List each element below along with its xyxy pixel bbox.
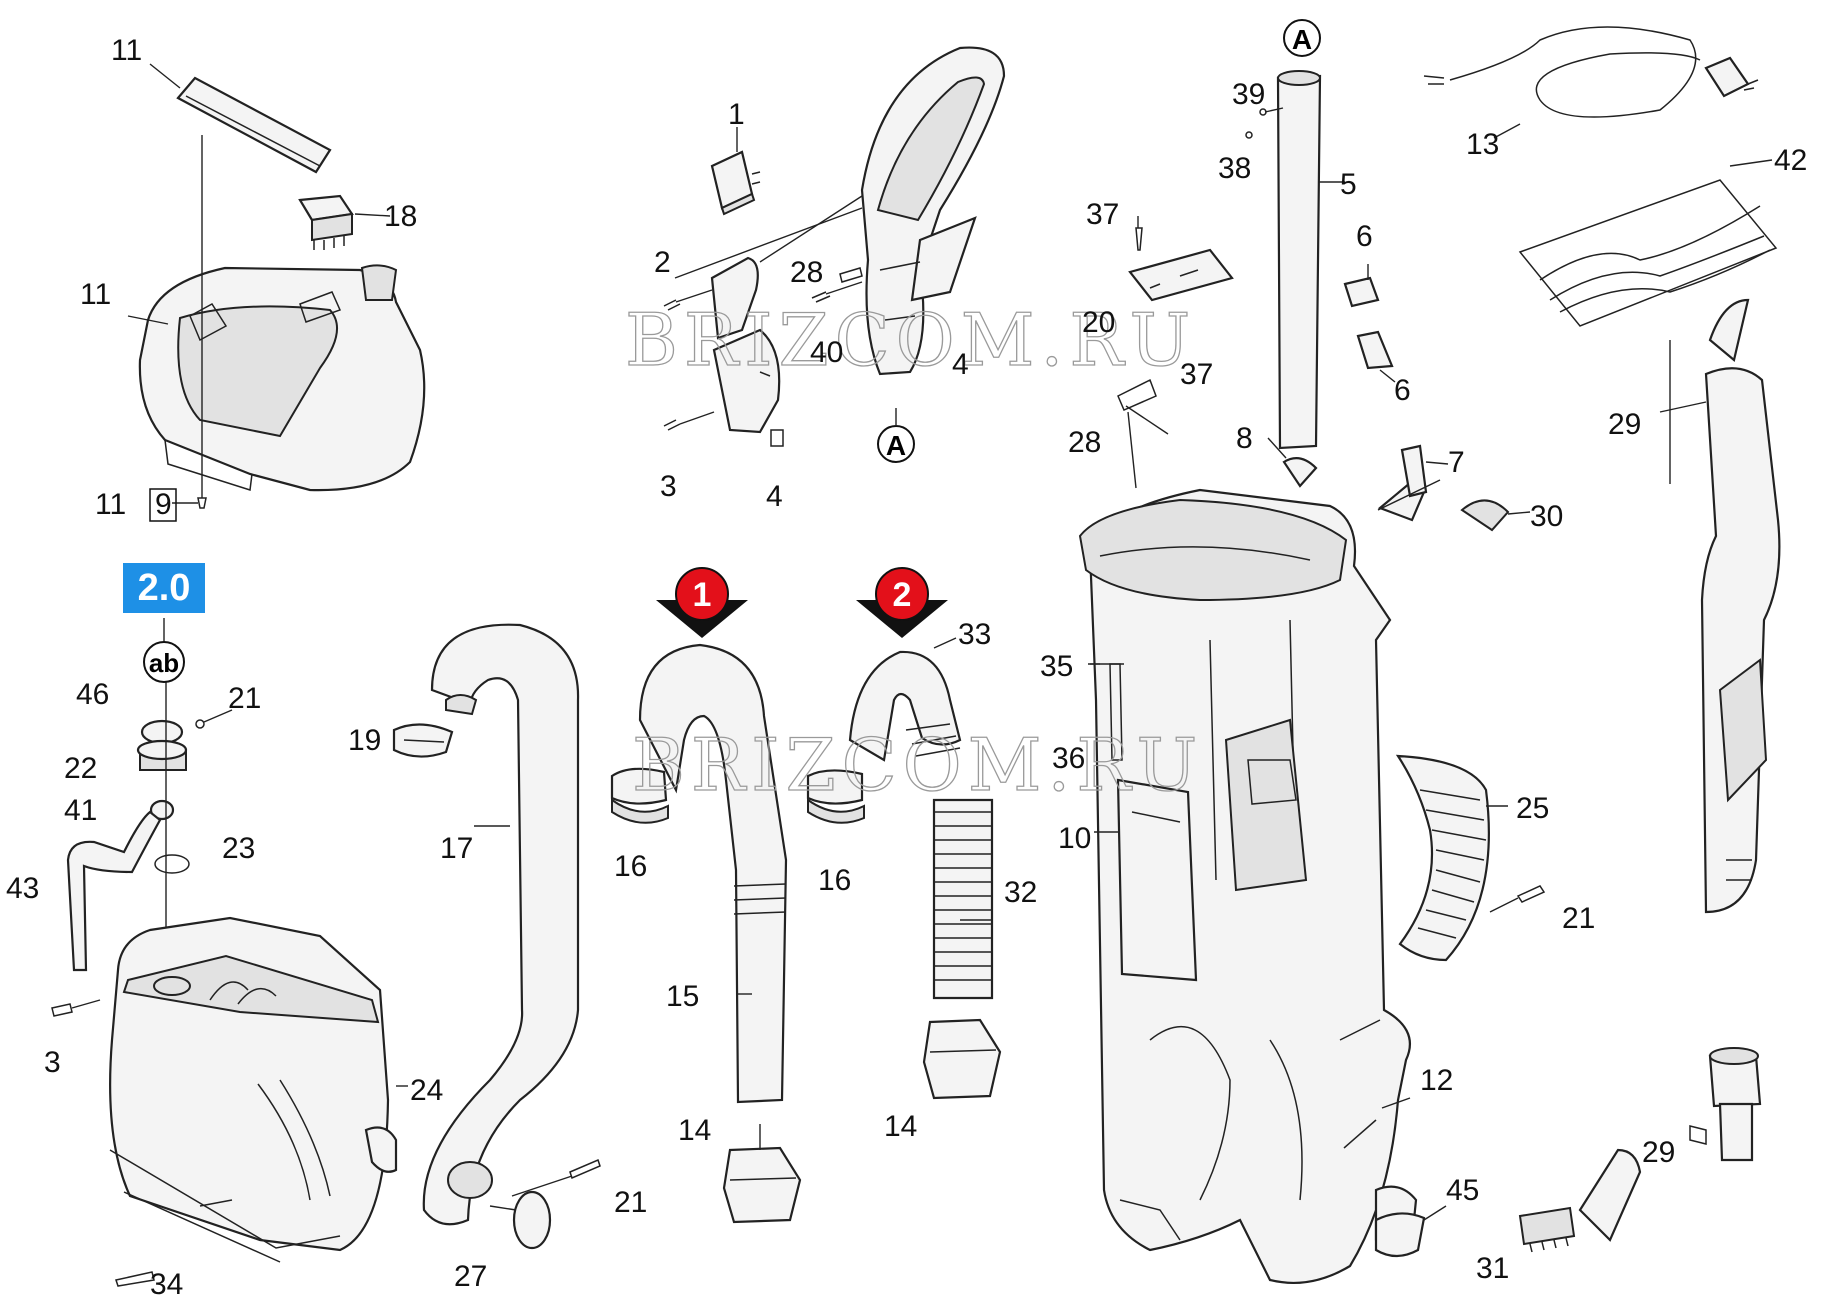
callout-27: 27 <box>454 1260 487 1293</box>
ref-circle-A-top: A <box>1283 19 1321 57</box>
callout-28: 28 <box>790 256 823 289</box>
callout-24: 24 <box>410 1074 443 1107</box>
part-4-handle-shell <box>674 195 863 434</box>
callout-38: 38 <box>1218 152 1251 185</box>
callout-35: 35 <box>1040 650 1073 683</box>
part-11-handle <box>149 63 332 174</box>
callout-10: 10 <box>1058 822 1091 855</box>
callout-11: 11 <box>95 488 126 521</box>
part-8-7-30-small <box>1267 437 1531 532</box>
callout-22: 22 <box>64 752 97 785</box>
callout-37: 37 <box>1086 198 1119 231</box>
ref-circle-A-handle: A <box>877 408 915 463</box>
callout-20: 20 <box>1082 306 1115 339</box>
callout-31: 31 <box>1476 1252 1509 1285</box>
callout-16: 16 <box>818 864 851 897</box>
callout-42: 42 <box>1774 144 1807 177</box>
callout-29: 29 <box>1608 408 1641 441</box>
callout-37: 37 <box>1180 358 1213 391</box>
callout-17: 17 <box>440 832 473 865</box>
callout-2: 2 <box>654 246 671 279</box>
part-24-tank <box>51 916 408 1287</box>
callout-12: 12 <box>1420 1064 1453 1097</box>
watermark-1: BRIZCOM.RU <box>625 298 1196 382</box>
callout-19: 19 <box>348 724 381 757</box>
part-12-housing <box>1078 378 1441 1285</box>
part-45-ring <box>1374 1205 1447 1258</box>
part-1-switch <box>710 127 761 216</box>
callout-41: 41 <box>64 794 97 827</box>
part-25-grille <box>1395 754 1546 962</box>
part-18-switch <box>298 194 391 250</box>
svg-text:A: A <box>1292 24 1312 55</box>
watermark-2: BRIZCOM.RU <box>632 723 1203 807</box>
part-17-suction-hose <box>392 623 601 1250</box>
callout-16: 16 <box>614 850 647 883</box>
callout-8: 8 <box>1236 422 1253 455</box>
callout-3: 3 <box>660 470 677 503</box>
variant-marker-2: 2 <box>856 567 948 638</box>
callout-6: 6 <box>1356 220 1373 253</box>
callout-13: 13 <box>1466 128 1499 161</box>
callout-6: 6 <box>1394 374 1411 407</box>
callout-34: 34 <box>150 1268 183 1301</box>
svg-text:1: 1 <box>693 576 712 614</box>
callout-21: 21 <box>228 682 261 715</box>
callout-14: 14 <box>884 1110 917 1143</box>
callout-29: 29 <box>1642 1136 1675 1169</box>
callout-3: 3 <box>44 1046 61 1079</box>
variant-marker-1: 1 <box>656 567 748 638</box>
part-ab-cap-assembly <box>136 618 233 960</box>
part-6-clips <box>1343 264 1396 383</box>
part-31-nozzle <box>1518 1148 1642 1253</box>
callout-4: 4 <box>766 480 783 513</box>
part-5-tube <box>1245 70 1345 450</box>
callout-46: 46 <box>76 678 109 711</box>
part-11-top-cover <box>127 135 426 509</box>
callout-15: 15 <box>666 980 699 1013</box>
svg-text:2: 2 <box>893 576 912 614</box>
callout-33: 33 <box>958 618 991 651</box>
part-33-32-hose-variant-2 <box>806 637 1002 1100</box>
part-13-power-cable <box>1423 26 1759 139</box>
callout-43: 43 <box>6 872 39 905</box>
callout-18: 18 <box>384 200 417 233</box>
callout-21: 21 <box>1562 902 1595 935</box>
callout-5: 5 <box>1340 168 1357 201</box>
version-badge: 2.0 <box>123 563 205 613</box>
svg-text:A: A <box>886 430 906 461</box>
callout-4: 4 <box>952 348 969 381</box>
callout-40: 40 <box>810 336 843 369</box>
callout-9: 9 <box>155 488 172 521</box>
callout-1: 1 <box>728 98 745 131</box>
callout-14: 14 <box>678 1114 711 1147</box>
part-20-plate <box>1128 216 1234 302</box>
callout-7: 7 <box>1448 446 1465 479</box>
callout-36: 36 <box>1052 742 1085 775</box>
part-43-hose <box>66 810 162 972</box>
screws-handle <box>663 267 863 447</box>
callout-39: 39 <box>1232 78 1265 111</box>
callout-28: 28 <box>1068 426 1101 459</box>
callout-30: 30 <box>1530 500 1563 533</box>
callout-21: 21 <box>614 1186 647 1219</box>
callout-11: 11 <box>111 34 142 67</box>
callout-45: 45 <box>1446 1174 1479 1207</box>
svg-text:ab: ab <box>149 648 179 678</box>
callout-11: 11 <box>80 278 111 311</box>
part-15-hose-variant-1 <box>610 643 802 1224</box>
ref-circle-ab: ab <box>143 641 185 683</box>
callout-23: 23 <box>222 832 255 865</box>
callout-32: 32 <box>1004 876 1037 909</box>
callout-labels: 11 18 11 11 9 1 2 28 40 4 3 4 39 38 5 37… <box>6 34 1807 1301</box>
part-handle <box>860 46 1006 376</box>
callout-25: 25 <box>1516 792 1549 825</box>
part-29-tubes <box>1659 298 1781 1162</box>
part-42-wire-harness <box>1518 159 1778 327</box>
